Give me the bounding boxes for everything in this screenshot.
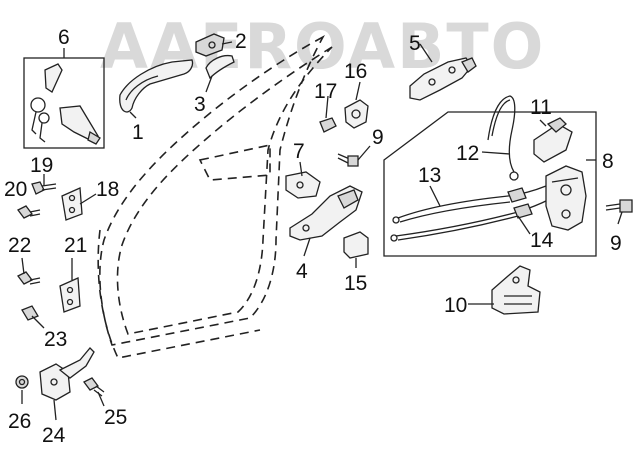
callout-23: 23 [44, 328, 67, 351]
bolt-23 [21, 305, 39, 321]
callout-3: 3 [194, 93, 206, 116]
lock-cylinder-set [23, 57, 105, 149]
upper-hinge [61, 187, 83, 221]
callout-9a: 9 [372, 126, 384, 149]
inner-handle-bracket [285, 171, 321, 199]
screw-right [605, 199, 633, 213]
callout-22: 22 [8, 234, 31, 257]
latch-bracket [289, 185, 363, 241]
bolt-20 [17, 205, 41, 219]
door-check-link [39, 347, 95, 401]
callout-18: 18 [96, 178, 119, 201]
callout-6: 6 [58, 26, 70, 49]
callout-11: 11 [530, 96, 552, 119]
callout-8: 8 [602, 150, 614, 173]
lower-hinge [59, 277, 81, 313]
callout-4: 4 [296, 260, 308, 283]
striker [491, 265, 541, 315]
callout-12: 12 [456, 142, 479, 165]
callout-labels: 1 2 3 4 5 6 7 8 9 9 10 11 12 13 14 15 16… [4, 26, 622, 447]
door-outer-handle [119, 59, 194, 113]
callout-21: 21 [64, 234, 87, 257]
callout-17: 17 [314, 80, 337, 103]
callout-13: 13 [418, 164, 441, 187]
handle-cover [195, 33, 225, 57]
door-latch [545, 165, 587, 231]
callout-19: 19 [30, 154, 53, 177]
callout-2: 2 [235, 30, 247, 53]
callout-20: 20 [4, 178, 27, 201]
handle-bracket [344, 99, 369, 129]
callout-7: 7 [293, 140, 305, 163]
callout-26: 26 [8, 410, 31, 433]
callout-16: 16 [344, 60, 367, 83]
bolt-22 [17, 271, 41, 285]
handle-cap [205, 54, 235, 80]
outside-handle-frame [409, 57, 477, 101]
leader-lines [21, 41, 623, 421]
callout-15: 15 [344, 272, 367, 295]
callout-1: 1 [132, 121, 144, 144]
latch-assembly-frame [383, 111, 597, 257]
screw-upper [337, 153, 359, 167]
grommet [319, 117, 337, 133]
callout-24: 24 [42, 424, 66, 447]
latch-cover [343, 231, 369, 259]
callout-25: 25 [104, 406, 127, 429]
lock-rod [487, 95, 519, 181]
callout-10: 10 [444, 294, 467, 317]
rod-clip [533, 117, 573, 163]
callout-9b: 9 [610, 232, 622, 255]
door-shell-outline [97, 35, 333, 359]
nut [15, 375, 29, 389]
cable-assembly [390, 185, 549, 242]
bolt-25 [83, 377, 105, 397]
callout-5: 5 [409, 32, 421, 55]
callout-14: 14 [530, 229, 554, 252]
